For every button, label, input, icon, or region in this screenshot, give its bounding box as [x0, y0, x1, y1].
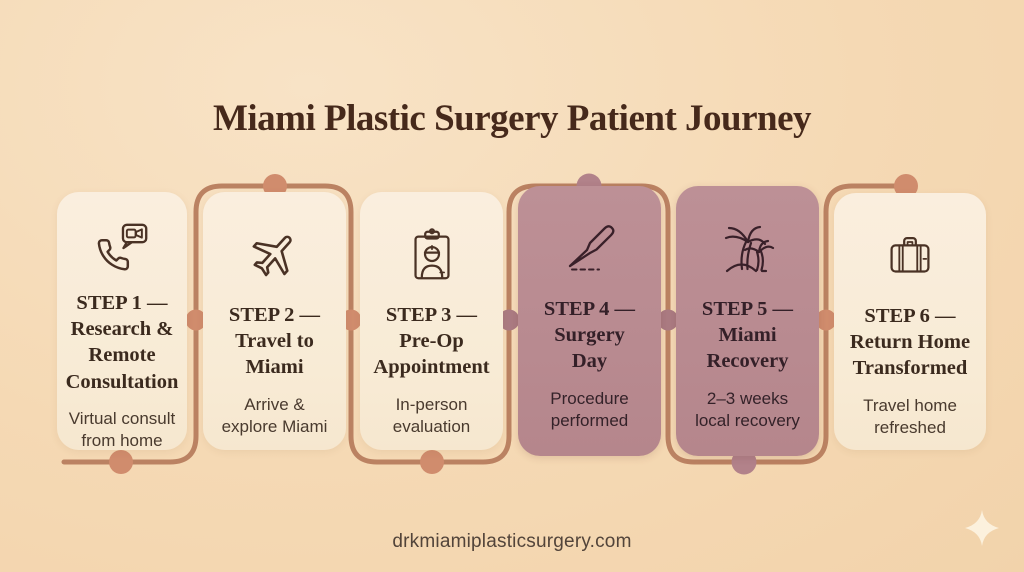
step-name: Miami Recovery [706, 324, 789, 373]
step-label-and-name: STEP 3 — Pre-Op Appointment [373, 302, 489, 381]
milestone-dot-gap-5-6 [815, 309, 837, 331]
doctor-clipboard-icon [401, 218, 463, 292]
step-name: Pre-Op Appointment [373, 330, 490, 379]
step-detail: Procedure performed [550, 388, 629, 431]
step-label: STEP 1 — [76, 292, 168, 314]
milestone-dot-gap-4-5 [657, 309, 679, 331]
milestone-dot-gap-1-2 [185, 309, 207, 331]
page-title: Miami Plastic Surgery Patient Journey [212, 97, 812, 139]
website-url: drkmiamiplasticsurgery.com [392, 531, 632, 552]
step-detail: 2–3 weeks local recovery [695, 388, 800, 431]
step-label-and-name: STEP 2 — Travel to Miami [229, 302, 320, 381]
step-detail: Arrive & explore Miami [221, 394, 328, 437]
step-card-4: STEP 4 — Surgery Day Procedure performed [518, 186, 661, 456]
step-name: Research & Remote Consultation [65, 318, 179, 393]
step-label: STEP 3 — [385, 304, 478, 326]
palm-island-icon [716, 212, 780, 286]
milestone-dot-step1 [109, 450, 133, 474]
step-name: Surgery Day [554, 324, 625, 373]
step-detail: Travel home refreshed [863, 395, 957, 438]
sparkle-icon [965, 510, 999, 546]
scalpel-icon [558, 212, 622, 286]
step-card-3: STEP 3 — Pre-Op Appointment In-person ev… [360, 192, 503, 450]
step-card-6: STEP 6 — Return Home Transformed Travel … [834, 193, 986, 450]
step-card-1: STEP 1 — Research & Remote Consultation … [57, 192, 187, 450]
step-label-and-name: STEP 1 — Research & Remote Consultation [66, 290, 179, 395]
step-name: Return Home Transformed [849, 331, 971, 380]
milestone-dot-step3 [420, 450, 444, 474]
step-name: Travel to Miami [235, 330, 314, 379]
milestone-dot-step6 [894, 174, 918, 198]
step-label: STEP 4 — [543, 298, 636, 320]
step-label-and-name: STEP 4 — Surgery Day [544, 296, 635, 375]
step-detail: Virtual consult from home [68, 408, 176, 451]
step-card-2: STEP 2 — Travel to Miami Arrive & explor… [203, 192, 346, 450]
step-label: STEP 5 — [701, 298, 794, 320]
suitcase-icon [879, 219, 941, 293]
step-label: STEP 2 — [228, 304, 321, 326]
step-label-and-name: STEP 6 — Return Home Transformed [850, 303, 970, 382]
video-call-phone-icon [91, 218, 153, 280]
step-card-5: STEP 5 — Miami Recovery 2–3 weeks local … [676, 186, 819, 456]
step-label: STEP 6 — [864, 305, 956, 327]
step-detail: In-person evaluation [392, 394, 471, 437]
airplane-icon [242, 218, 308, 292]
milestone-dot-gap-3-4 [498, 309, 520, 331]
step-label-and-name: STEP 5 — Miami Recovery [702, 296, 793, 375]
